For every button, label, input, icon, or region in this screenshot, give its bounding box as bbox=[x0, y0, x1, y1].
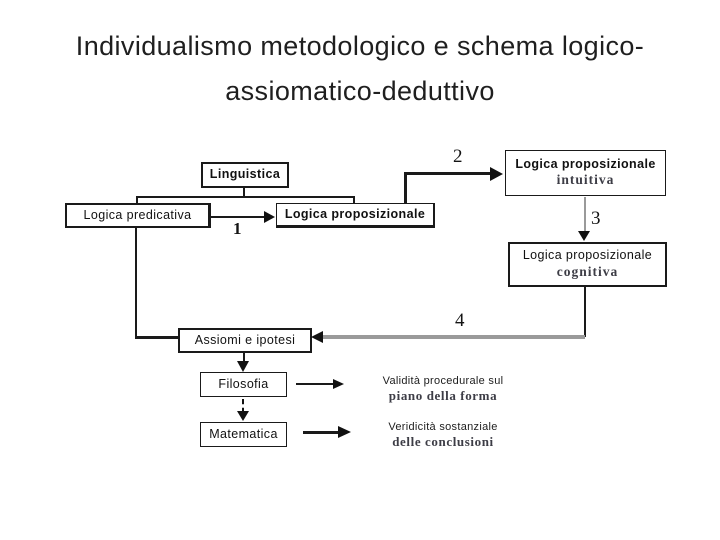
edge1-arrowhead-right-icon bbox=[264, 211, 275, 223]
node-linguistica: Linguistica bbox=[201, 162, 289, 188]
node-intuitiva-line1: Logica proposizionale bbox=[515, 156, 656, 171]
node-matematica: Matematica bbox=[200, 422, 287, 447]
connector-predicativa-assiomi-horizontal bbox=[135, 336, 180, 339]
connector-filosofia-matematica-dashed bbox=[242, 399, 244, 413]
edge2-arrowhead-right-icon bbox=[490, 167, 503, 181]
node-matematica-label: Matematica bbox=[209, 426, 278, 441]
node-logica-proposizionale: Logica proposizionale bbox=[276, 203, 435, 228]
slide-title-line1: Individualismo metodologico e schema log… bbox=[75, 31, 645, 61]
edge3-line bbox=[584, 197, 586, 233]
node-intuitiva-line2: intuitiva bbox=[556, 172, 615, 188]
node-logica-proposizionale-cognitiva: Logica proposizionale cognitiva bbox=[508, 242, 667, 287]
annotation-validita-line1: Validità procedurale sul bbox=[382, 375, 504, 387]
annotation-validita-line2: piano della forma bbox=[388, 388, 498, 403]
annotation-validita: Validità procedurale sul piano della for… bbox=[358, 374, 528, 403]
slide-title-line2: assiomatico-deduttivo bbox=[225, 76, 495, 106]
edge4-arrowhead-left-icon bbox=[311, 331, 323, 343]
connector-bracket-drop-left bbox=[136, 196, 138, 204]
node-logica-proposizionale-label: Logica proposizionale bbox=[284, 206, 426, 221]
node-logica-proposizionale-intuitiva: Logica proposizionale intuitiva bbox=[505, 150, 666, 196]
slide-title: Individualismo metodologico e schema log… bbox=[0, 24, 720, 114]
filosofia-arrowhead-right-icon bbox=[333, 378, 344, 389]
edge1-label: 1 bbox=[233, 219, 242, 238]
edge1-line bbox=[210, 216, 266, 218]
node-logica-predicativa: Logica predicativa bbox=[65, 203, 211, 228]
node-cognitiva-line2: cognitiva bbox=[556, 263, 619, 279]
node-filosofia-label: Filosofia bbox=[218, 376, 269, 391]
node-filosofia: Filosofia bbox=[200, 372, 287, 397]
node-assiomi-label: Assiomi e ipotesi bbox=[194, 332, 296, 347]
edge4-vertical bbox=[584, 287, 586, 337]
connector-assiomi-filosofia-line bbox=[243, 353, 245, 362]
annotation-veridicita-line2: delle conclusioni bbox=[392, 434, 494, 449]
node-logica-predicativa-label: Logica predicativa bbox=[83, 207, 192, 222]
annotation-veridicita: Veridicità sostanziale delle conclusioni bbox=[358, 420, 528, 449]
dashed-arrowhead-down-icon bbox=[236, 411, 249, 421]
edge3-label: 3 bbox=[591, 208, 601, 229]
connector-linguistica-stem bbox=[243, 188, 245, 197]
connector-bracket-drop-right bbox=[353, 196, 355, 204]
connector-matematica-annotation-line bbox=[303, 431, 340, 434]
connector-bracket-horizontal bbox=[136, 196, 355, 198]
node-cognitiva-line1: Logica proposizionale bbox=[522, 248, 653, 263]
assiomi-arrowhead-down-icon bbox=[237, 361, 249, 372]
node-assiomi-e-ipotesi: Assiomi e ipotesi bbox=[178, 328, 312, 353]
connector-predicativa-assiomi-vertical bbox=[135, 228, 137, 338]
annotation-veridicita-line1: Veridicità sostanziale bbox=[388, 421, 498, 433]
edge4-horizontal bbox=[322, 335, 585, 339]
edge2-label: 2 bbox=[453, 146, 463, 167]
edge3-arrowhead-down-icon bbox=[578, 231, 590, 241]
node-linguistica-label: Linguistica bbox=[209, 167, 281, 182]
edge4-label: 4 bbox=[455, 310, 465, 331]
edge2-vertical bbox=[404, 174, 407, 203]
matematica-arrowhead-right-icon bbox=[338, 426, 351, 438]
edge2-horizontal bbox=[404, 172, 490, 175]
connector-filosofia-annotation-line bbox=[296, 383, 335, 385]
